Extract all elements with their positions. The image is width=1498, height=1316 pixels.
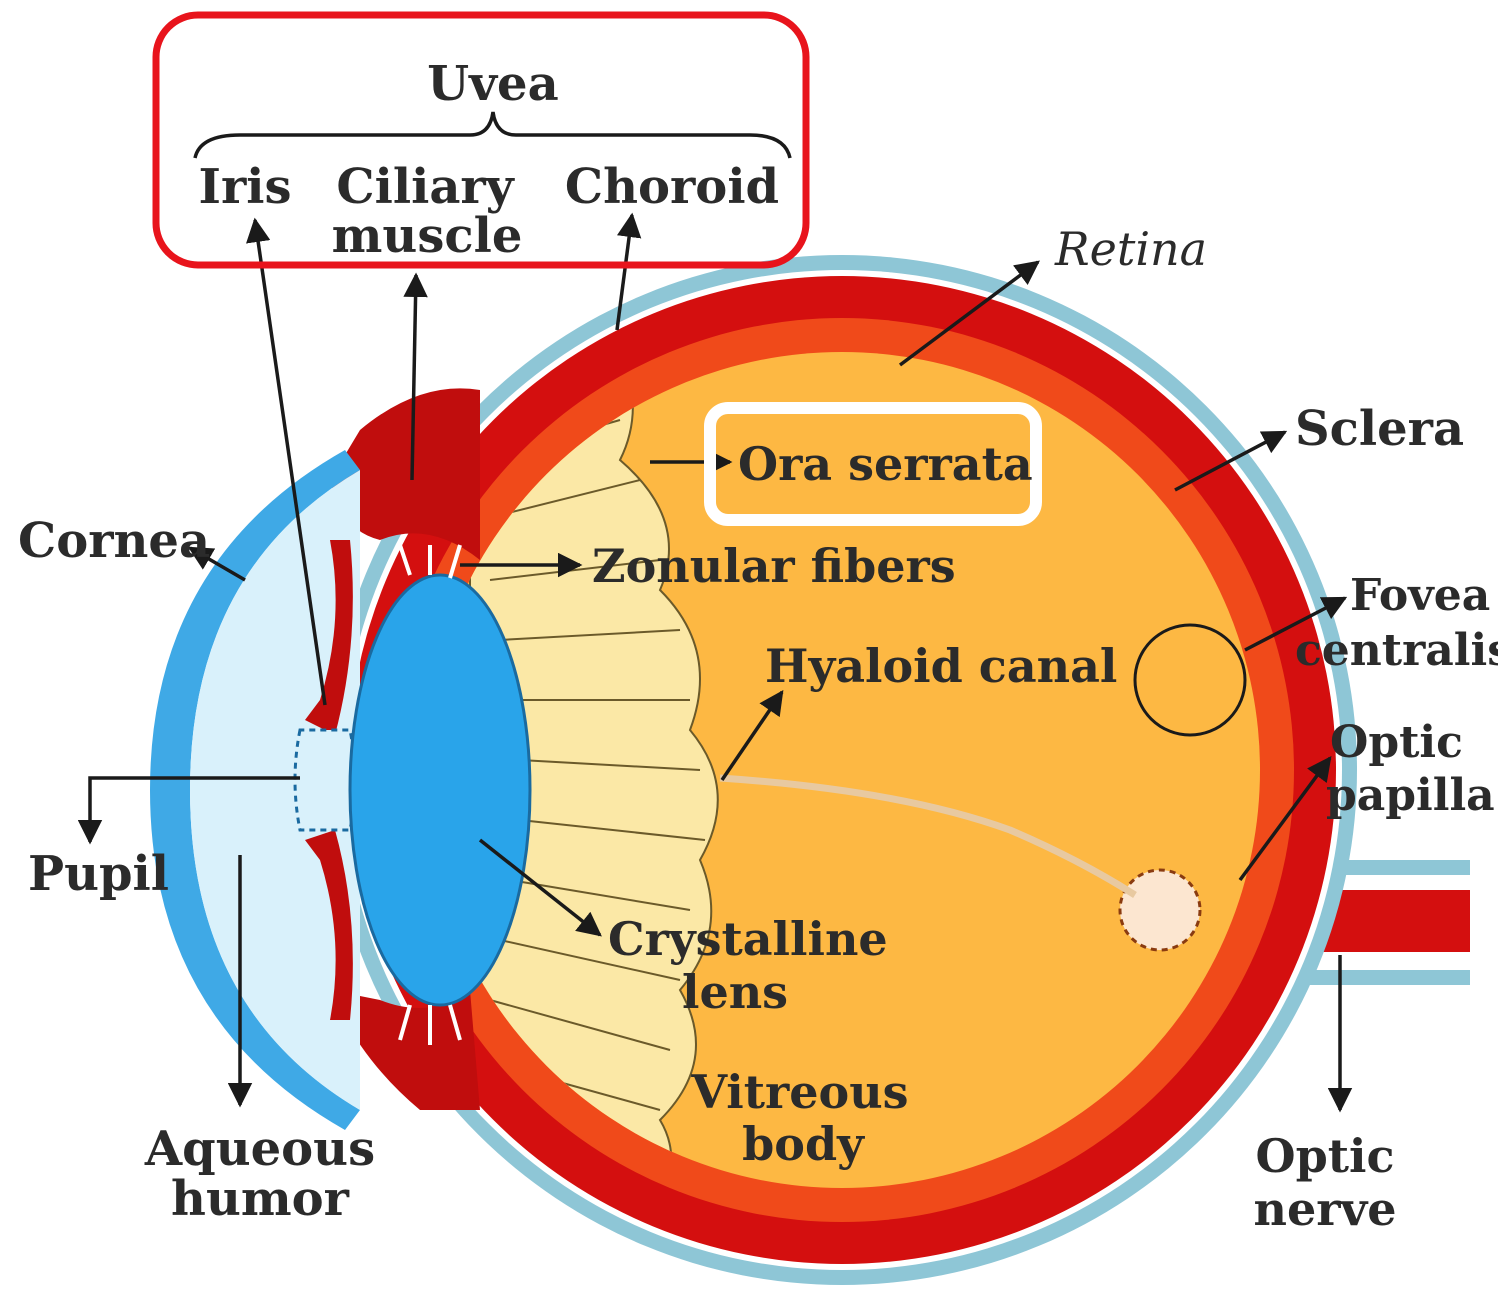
zonular-fibers-label: Zonular fibers [592,539,956,593]
aqueous-label-line1: Aqueous [144,1121,375,1177]
uvea-brace [195,112,790,158]
fovea-label-line1: Fovea [1350,570,1490,621]
lens-label-line1: Crystalline [608,912,888,966]
cornea-label: Cornea [18,513,210,569]
optic-papilla-label-line1: Optic [1330,717,1463,768]
optic-papilla-label-line2: papilla [1326,770,1495,821]
optic-papilla-marker [1120,870,1200,950]
vitreous-label-line2: body [742,1117,865,1171]
ciliary-label-line1: Ciliary [336,159,515,215]
sclera-label: Sclera [1295,401,1464,457]
crystalline-lens-shape [350,575,530,1005]
aqueous-label-line2: humor [171,1171,350,1227]
pupil-label: Pupil [28,846,169,902]
optic-nerve-label-line1: Optic [1256,1129,1395,1183]
uvea-label: Uvea [427,56,558,112]
pupil-outline [295,730,355,830]
retina-label: Retina [1054,222,1207,276]
fovea-label-line2: centralis [1295,625,1498,676]
lens-label-line2: lens [682,965,788,1019]
ora-serrata-label: Ora serrata [738,437,1033,491]
optic-nerve-label-line2: nerve [1254,1182,1397,1236]
vitreous-label-line1: Vitreous [690,1065,908,1119]
hyaloid-canal-label: Hyaloid canal [765,639,1117,693]
iris-label: Iris [199,159,292,215]
choroid-label: Choroid [565,159,779,215]
ciliary-label-line2: muscle [332,208,523,264]
